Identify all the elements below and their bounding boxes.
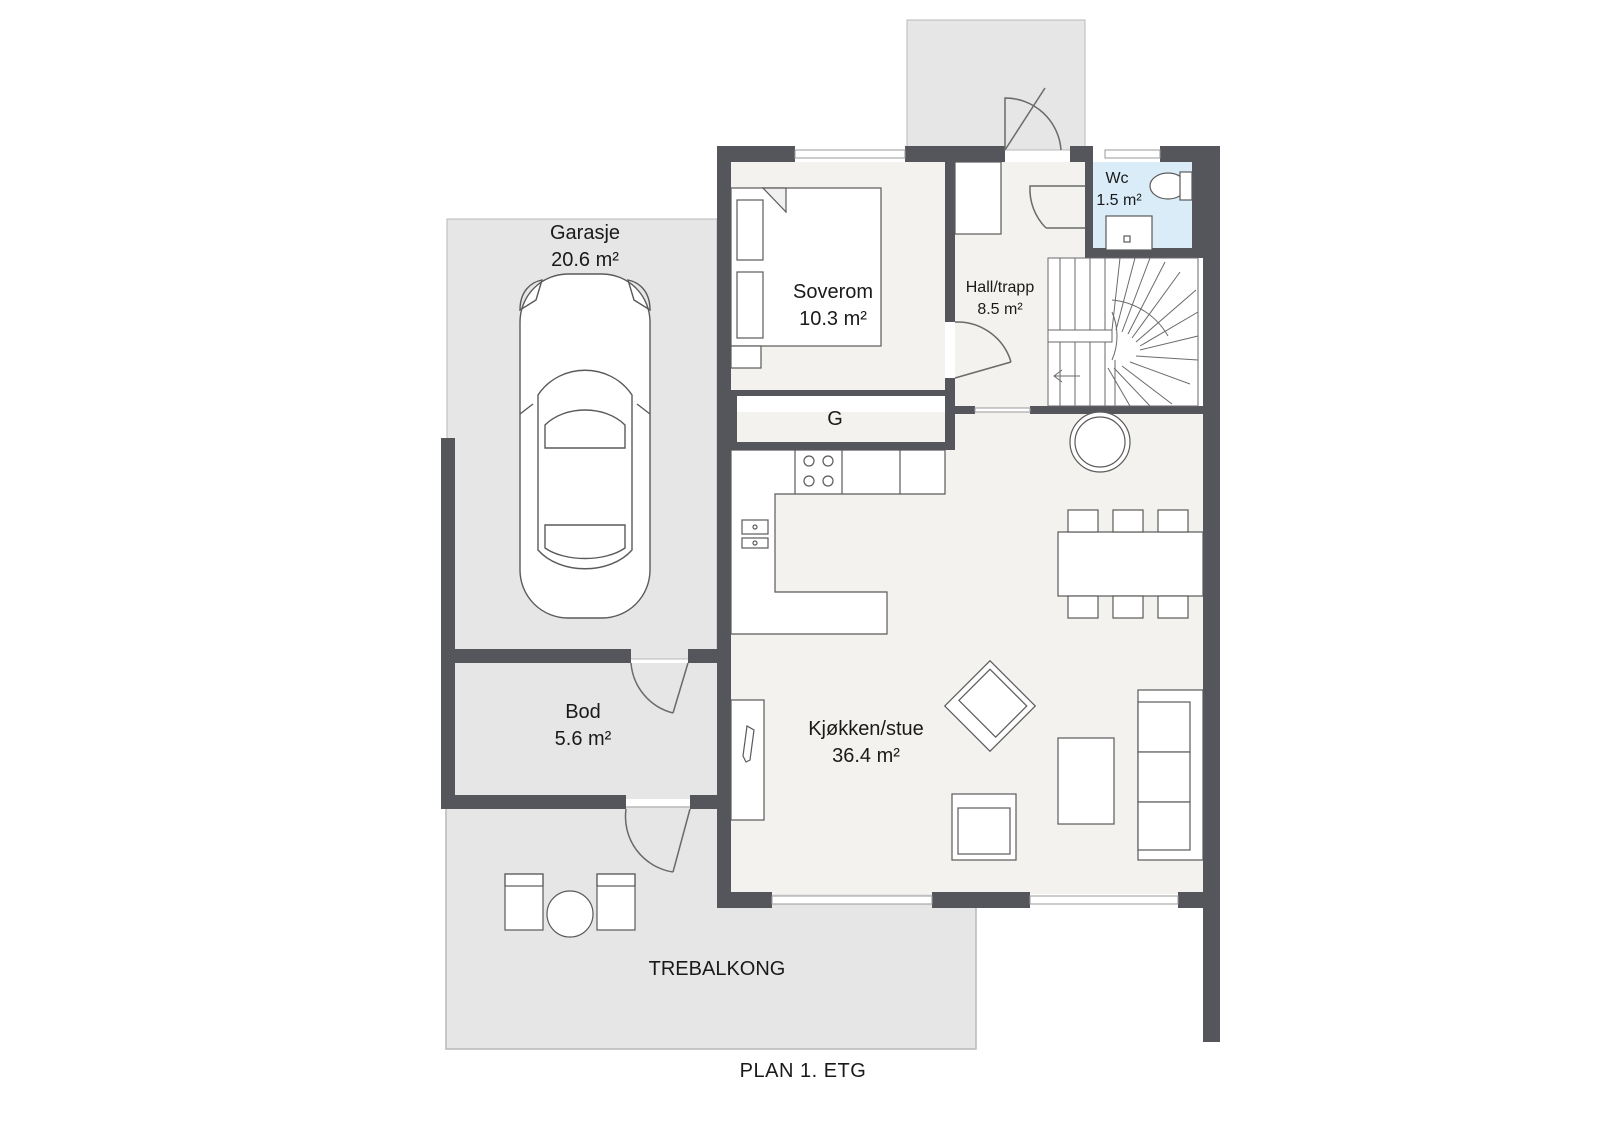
staircase (1047, 257, 1199, 407)
round-table-icon (1069, 411, 1131, 473)
outdoor-chair-icon (596, 873, 636, 931)
dining-table-icon (1057, 531, 1204, 597)
wardrobe-label: G (827, 408, 843, 430)
kitchen-living-name: Kjøkken/stue (808, 718, 924, 740)
bedroom-area: 10.3 m² (799, 308, 867, 330)
kitchen-counter (730, 449, 946, 635)
windows (771, 149, 1179, 905)
doors (624, 87, 1085, 873)
furniture (504, 161, 1204, 938)
cabinet-icon (954, 161, 1002, 235)
dining-chair-icon (1067, 509, 1189, 619)
sink-icon (1105, 215, 1153, 251)
wc-name: Wc (1105, 170, 1128, 187)
bedroom-name: Soverom (793, 281, 873, 303)
garage-area: 20.6 m² (551, 249, 619, 271)
sofa-icon (1137, 689, 1204, 861)
storage-name: Bod (565, 701, 601, 723)
kitchen-sink-icon (741, 519, 769, 549)
car-icon (519, 273, 651, 619)
stove-icon (803, 455, 834, 487)
armchair-icon (943, 659, 1037, 753)
hall-name: Hall/trapp (966, 279, 1035, 296)
coffee-table-icon (1057, 737, 1115, 825)
garage-name: Garasje (550, 222, 620, 244)
entrance-porch (906, 19, 1086, 151)
outdoor-table-icon (546, 890, 594, 938)
hall-area: 8.5 m² (977, 301, 1023, 318)
storage-area: 5.6 m² (555, 728, 612, 750)
armchair-icon (951, 793, 1017, 861)
wc-area: 1.5 m² (1096, 192, 1142, 209)
kitchen-living-area: 36.4 m² (832, 745, 900, 767)
outdoor-chair-icon (504, 873, 544, 931)
plan-caption: PLAN 1. ETG (740, 1060, 867, 1082)
walls (441, 146, 1220, 1042)
balcony-name: TREBALKONG (649, 958, 786, 980)
storage-floor (455, 663, 717, 799)
